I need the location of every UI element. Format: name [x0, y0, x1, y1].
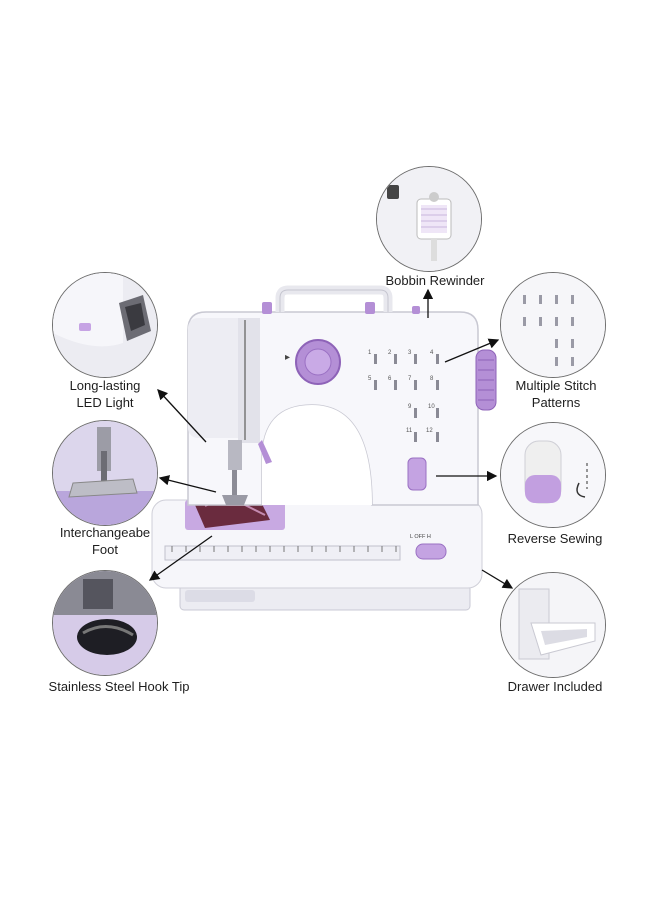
svg-text:12: 12	[426, 428, 433, 434]
reverse-lever-icon	[501, 423, 605, 527]
drawer-photo	[500, 572, 606, 678]
presser-foot-label: Interchangeabe Foot	[50, 524, 160, 558]
power-switch-label: L OFF H	[410, 534, 431, 540]
stitch-grid-icon	[501, 273, 605, 377]
svg-text:2: 2	[388, 350, 392, 356]
svg-text:1: 1	[368, 350, 372, 356]
led-light-photo	[52, 272, 158, 378]
svg-text:8: 8	[430, 376, 434, 382]
svg-text:▸: ▸	[285, 352, 290, 363]
stitch-patterns-photo	[500, 272, 606, 378]
led-light-label: Long-lasting LED Light	[50, 377, 160, 411]
hook-tip-icon	[53, 571, 157, 675]
reverse-sewing-label: Reverse Sewing	[500, 530, 610, 547]
hook-tip-photo	[52, 570, 158, 676]
svg-text:5: 5	[368, 376, 372, 382]
drawer-icon	[501, 573, 605, 677]
svg-text:11: 11	[406, 428, 413, 434]
bobbin-spool-icon	[377, 167, 481, 271]
svg-text:4: 4	[430, 350, 434, 356]
bobbin-rewinder-photo	[376, 166, 482, 272]
presser-foot-photo	[52, 420, 158, 526]
presser-foot-line2: Foot	[91, 542, 118, 557]
hook-tip-label: Stainless Steel Hook Tip	[34, 678, 204, 695]
led-lamp-icon	[53, 273, 157, 377]
reverse-sewing-photo	[500, 422, 606, 528]
svg-text:9: 9	[408, 404, 412, 410]
reverse-sewing-text: Reverse Sewing	[507, 531, 603, 546]
svg-text:6: 6	[388, 376, 392, 382]
presser-foot-icon	[53, 421, 157, 525]
led-light-line1: Long-lasting	[69, 378, 141, 393]
stitch-patterns-line1: Multiple Stitch	[515, 378, 597, 393]
led-light-line2: LED Light	[76, 395, 134, 410]
presser-foot-line1: Interchangeabe	[59, 525, 151, 540]
svg-text:10: 10	[428, 404, 435, 410]
stitch-patterns-label: Multiple Stitch Patterns	[506, 377, 606, 411]
svg-text:7: 7	[408, 376, 412, 382]
svg-text:3: 3	[408, 350, 412, 356]
drawer-text: Drawer Included	[507, 679, 603, 694]
bobbin-rewinder-text: Bobbin Rewinder	[385, 273, 485, 288]
hook-tip-text: Stainless Steel Hook Tip	[48, 679, 190, 694]
stitch-patterns-line2: Patterns	[531, 395, 581, 410]
drawer-label: Drawer Included	[500, 678, 610, 695]
bobbin-rewinder-label: Bobbin Rewinder	[380, 272, 490, 289]
